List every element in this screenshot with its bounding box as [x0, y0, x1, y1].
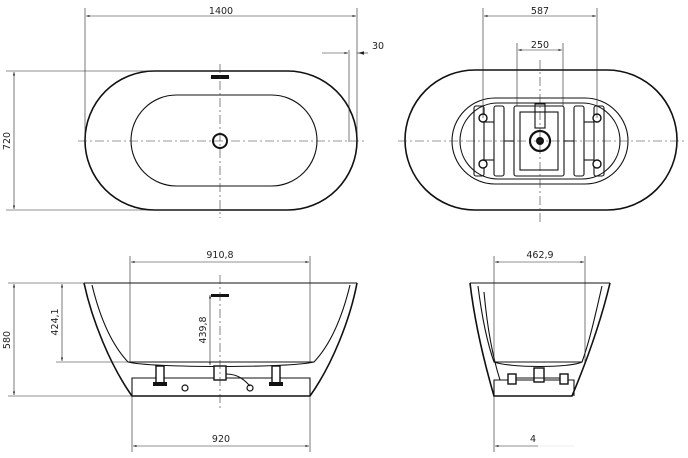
dim-label-424-1: 424,1: [50, 308, 61, 335]
front-view-feet: [153, 365, 283, 392]
side-view: 462,9 4: [469, 250, 618, 455]
front-view-shell: [83, 282, 358, 397]
dim-label-30: 30: [372, 41, 384, 52]
dim-label-587: 587: [531, 6, 549, 17]
dim-label-910-8: 910,8: [206, 250, 233, 261]
side-view-feet: [507, 367, 569, 385]
dim-label-250: 250: [531, 40, 549, 51]
dim-label-439-8: 439,8: [198, 316, 209, 343]
dim-label-side-base: 4: [530, 434, 536, 445]
dim-label-1400: 1400: [209, 6, 233, 17]
top-view-inner-basin: [130, 94, 318, 187]
side-view-shell: [469, 282, 611, 397]
dim-label-920: 920: [212, 434, 230, 445]
dim-label-462-9: 462,9: [526, 250, 553, 261]
bottom-view: 587 250: [398, 6, 685, 225]
side-view-inner-wall: [477, 285, 603, 363]
front-view: 910,8 580 424,1 439,8 920: [2, 250, 358, 452]
watermark-overlay: [538, 425, 618, 455]
dim-label-580: 580: [2, 331, 13, 349]
bottom-view-outer-rim: [404, 69, 678, 211]
dim-label-720: 720: [2, 132, 13, 150]
top-view: 1400 720 30: [2, 6, 384, 218]
front-view-inner-wall: [91, 284, 351, 363]
